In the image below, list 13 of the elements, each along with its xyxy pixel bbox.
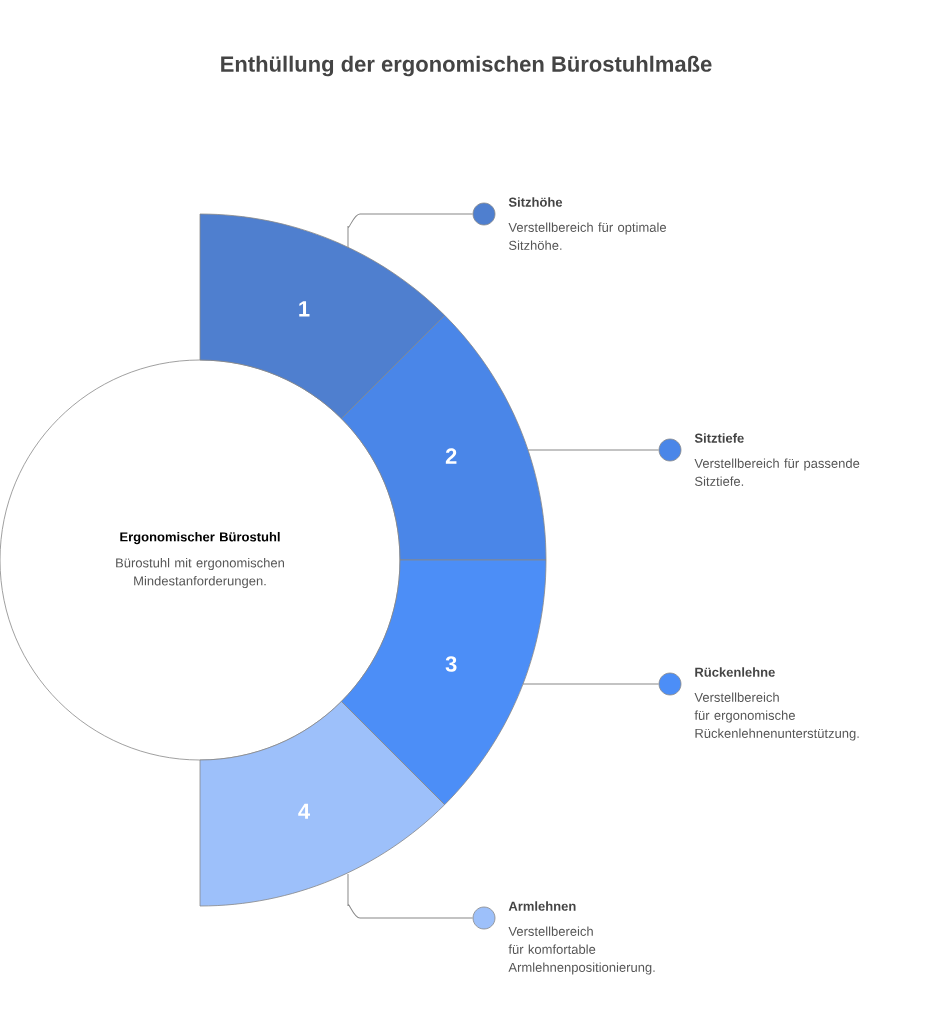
marker-dot	[472, 906, 496, 930]
ring-segment: 1	[199, 213, 446, 419]
ring-segment: 4	[199, 701, 446, 907]
title: Enthüllung der ergonomischen Bürostuhlmaße	[221, 55, 712, 77]
leader-line	[527, 449, 660, 451]
marker-dot	[658, 672, 682, 696]
marker-dot	[658, 438, 682, 462]
leader-line	[347, 213, 474, 249]
ring-segment: 2	[341, 314, 547, 561]
leader-line	[522, 683, 660, 685]
leader-line	[347, 873, 474, 919]
marker-dot	[472, 202, 496, 226]
ring-segment: 3	[341, 559, 547, 806]
